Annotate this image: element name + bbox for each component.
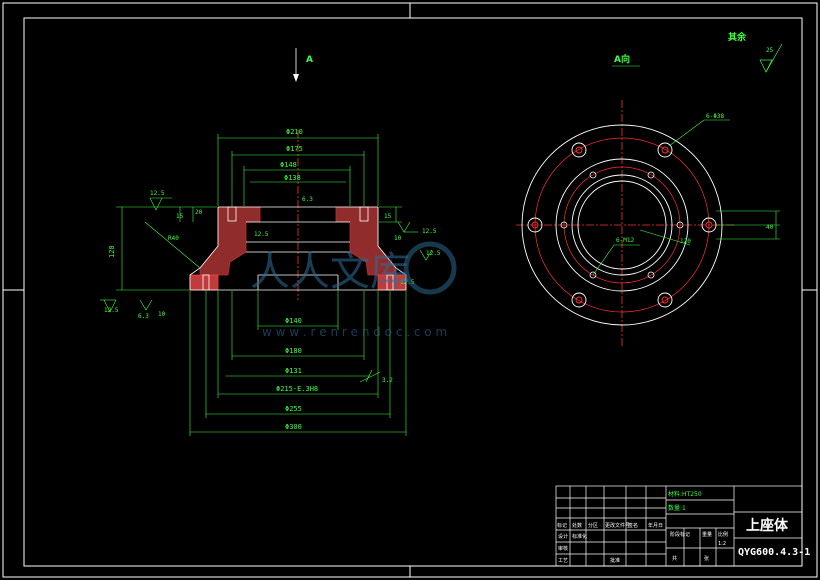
top-view: A向	[516, 53, 780, 348]
svg-text:25: 25	[766, 47, 774, 54]
scale-label: 比例	[718, 531, 728, 538]
dim-phi148: Φ148	[280, 161, 297, 169]
svg-text:标记: 标记	[557, 522, 567, 529]
view-label-a-direction: A向	[614, 53, 630, 65]
sheet-total: 共	[672, 555, 677, 562]
dim-12-5-bottom-right: 12.5	[400, 279, 415, 286]
weight-label: 重量	[702, 531, 712, 538]
roughness-12-5-top-left: 12.5	[150, 190, 165, 197]
thread-holes	[560, 171, 684, 279]
svg-text:工艺: 工艺	[558, 558, 568, 564]
dim-phi140: Φ140	[285, 317, 302, 325]
holes-label: 6-Φ38	[706, 113, 724, 120]
dim-10-left: 10	[158, 311, 166, 318]
dim-6-3-center: 6.3	[302, 196, 313, 203]
other-roughness: 其余 25	[728, 31, 783, 73]
dim-120: 120	[680, 238, 691, 245]
bolt-circle	[534, 137, 710, 313]
dim-phi300: Φ300	[285, 423, 302, 431]
svg-text:分区: 分区	[588, 522, 598, 529]
svg-text:批准: 批准	[610, 557, 620, 564]
svg-text:签名: 签名	[628, 522, 638, 529]
roughness-6-3: 6.3	[138, 313, 149, 320]
quantity-label: 数量:1	[668, 504, 686, 512]
roughness-3-2: 3.2	[382, 377, 393, 384]
part-name: 上座体	[746, 517, 789, 534]
svg-text:设计: 设计	[558, 533, 568, 540]
thread-label: 6-M12	[616, 237, 634, 244]
dim-40: 40	[766, 224, 774, 231]
frame-ticks	[3, 3, 817, 577]
front-view: A Φ210 Φ175 Φ148 Φ138 Φ140 Φ180 Φ131 Φ21…	[100, 48, 441, 436]
svg-text:人人文库: 人人文库	[250, 249, 410, 295]
svg-text:w w w . r e n r e n d o c . c: w w w . r e n r e n d o c . c o m	[262, 325, 447, 339]
dim-phi131: Φ131	[285, 367, 302, 375]
inner-frame	[23, 17, 803, 567]
svg-text:标准化: 标准化	[572, 533, 587, 540]
svg-text:处数: 处数	[572, 522, 582, 529]
roughness-12-5-right2: 12.5	[426, 250, 441, 257]
svg-text:其余: 其余	[728, 31, 747, 43]
section-label-a: A	[306, 55, 313, 65]
dim-height-120: 120	[108, 245, 116, 258]
dim-phi180: Φ180	[285, 347, 302, 355]
dim-10-right: 10	[394, 235, 402, 242]
material-label: 材料:HT250	[668, 490, 702, 498]
svg-text:审核: 审核	[558, 545, 568, 552]
stage-label: 阶段标记	[670, 531, 690, 538]
dim-phi138: Φ138	[284, 174, 301, 182]
drawing-code: QYG600.4.3-1	[738, 547, 810, 558]
watermark: 人人文库 w w w . r e n r e n d o c . c o m	[250, 241, 457, 339]
dim-phi215: Φ215-E.3H8	[276, 385, 318, 393]
dim-phi175: Φ175	[286, 145, 303, 153]
dim-phi210: Φ210	[286, 128, 303, 136]
bolt-holes	[527, 142, 717, 308]
svg-text:年月日: 年月日	[648, 522, 663, 529]
dim-r40: R40	[168, 235, 179, 242]
svg-text:更改文件号: 更改文件号	[605, 522, 630, 529]
title-block	[555, 485, 803, 567]
roughness-12-5-left: 12.5	[104, 307, 119, 314]
sheet-count: 张	[704, 555, 709, 562]
dim-12-5-inner: 12.5	[254, 231, 269, 238]
roughness-12-5-right: 12.5	[422, 228, 437, 235]
dim-phi255: Φ255	[285, 405, 302, 413]
scale-value: 1:2	[718, 541, 726, 547]
dim-15-right: 15	[384, 213, 392, 220]
dim-15: 15	[176, 213, 184, 220]
dim-20: 20	[195, 209, 203, 216]
